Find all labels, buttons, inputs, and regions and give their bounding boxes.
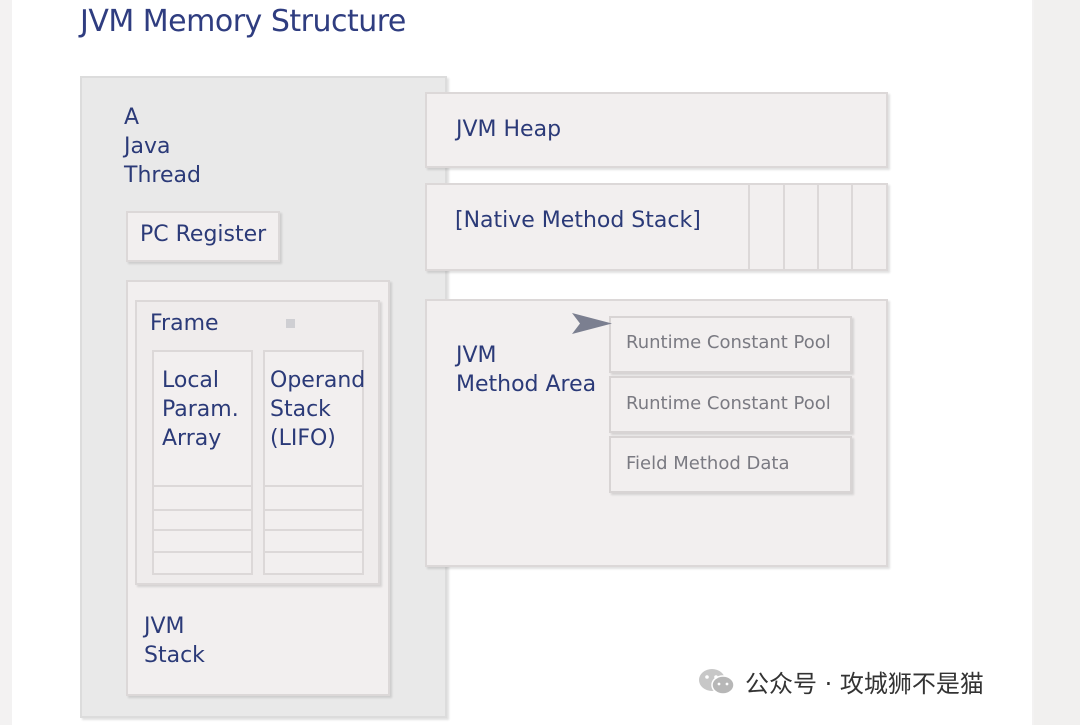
operand-stack-label: Operand Stack (LIFO) [270,368,366,451]
jvm-stack-label: JVM Stack [144,614,205,668]
pc-register-box [126,211,280,262]
side-margin [1034,0,1080,725]
runtime-constant-pool-label: Runtime Constant Pool [626,393,831,414]
native-method-stack-label: [Native Method Stack] [455,208,701,233]
jvm-heap-label: JVM Heap [456,117,562,142]
local-param-array-label: Local Param. Array [162,368,239,451]
frame-label: Frame [150,311,219,336]
local-array-slot-line [153,529,252,531]
watermark-text: 公众号 · 攻城狮不是猫 [745,670,984,698]
watermark: 公众号 · 攻城狮不是猫 [697,664,984,699]
native-stack-slot-divider [851,185,853,269]
field-method-data-box [609,436,852,493]
pc-register-label: PC Register [140,222,267,247]
native-stack-slot-divider [817,185,819,269]
local-array-slot-line [153,485,252,487]
local-param-array-column [152,350,253,575]
field-method-data-label: Field Method Data [626,453,790,474]
operand-stack-slot-line [264,509,363,511]
local-array-slot-line [153,551,252,553]
jvm-heap-box [425,92,888,168]
runtime-constant-pool-box [609,316,852,373]
jvm-method-area-label: JVM Method Area [456,343,597,397]
java-thread-label: A Java Thread [124,105,201,188]
native-stack-slot-divider [748,185,750,269]
native-method-stack-box [425,183,888,271]
diagram-title: JVM Memory Structure [80,4,406,39]
native-stack-slot-divider [783,185,785,269]
operand-stack-slot-line [264,551,363,553]
operand-stack-slot-line [264,529,363,531]
local-array-slot-line [153,509,252,511]
operand-stack-column [263,350,364,575]
wechat-icon [699,668,735,695]
operand-stack-slot-line [264,485,363,487]
runtime-constant-pool-label: Runtime Constant Pool [626,332,831,353]
runtime-constant-pool-box [609,376,852,433]
